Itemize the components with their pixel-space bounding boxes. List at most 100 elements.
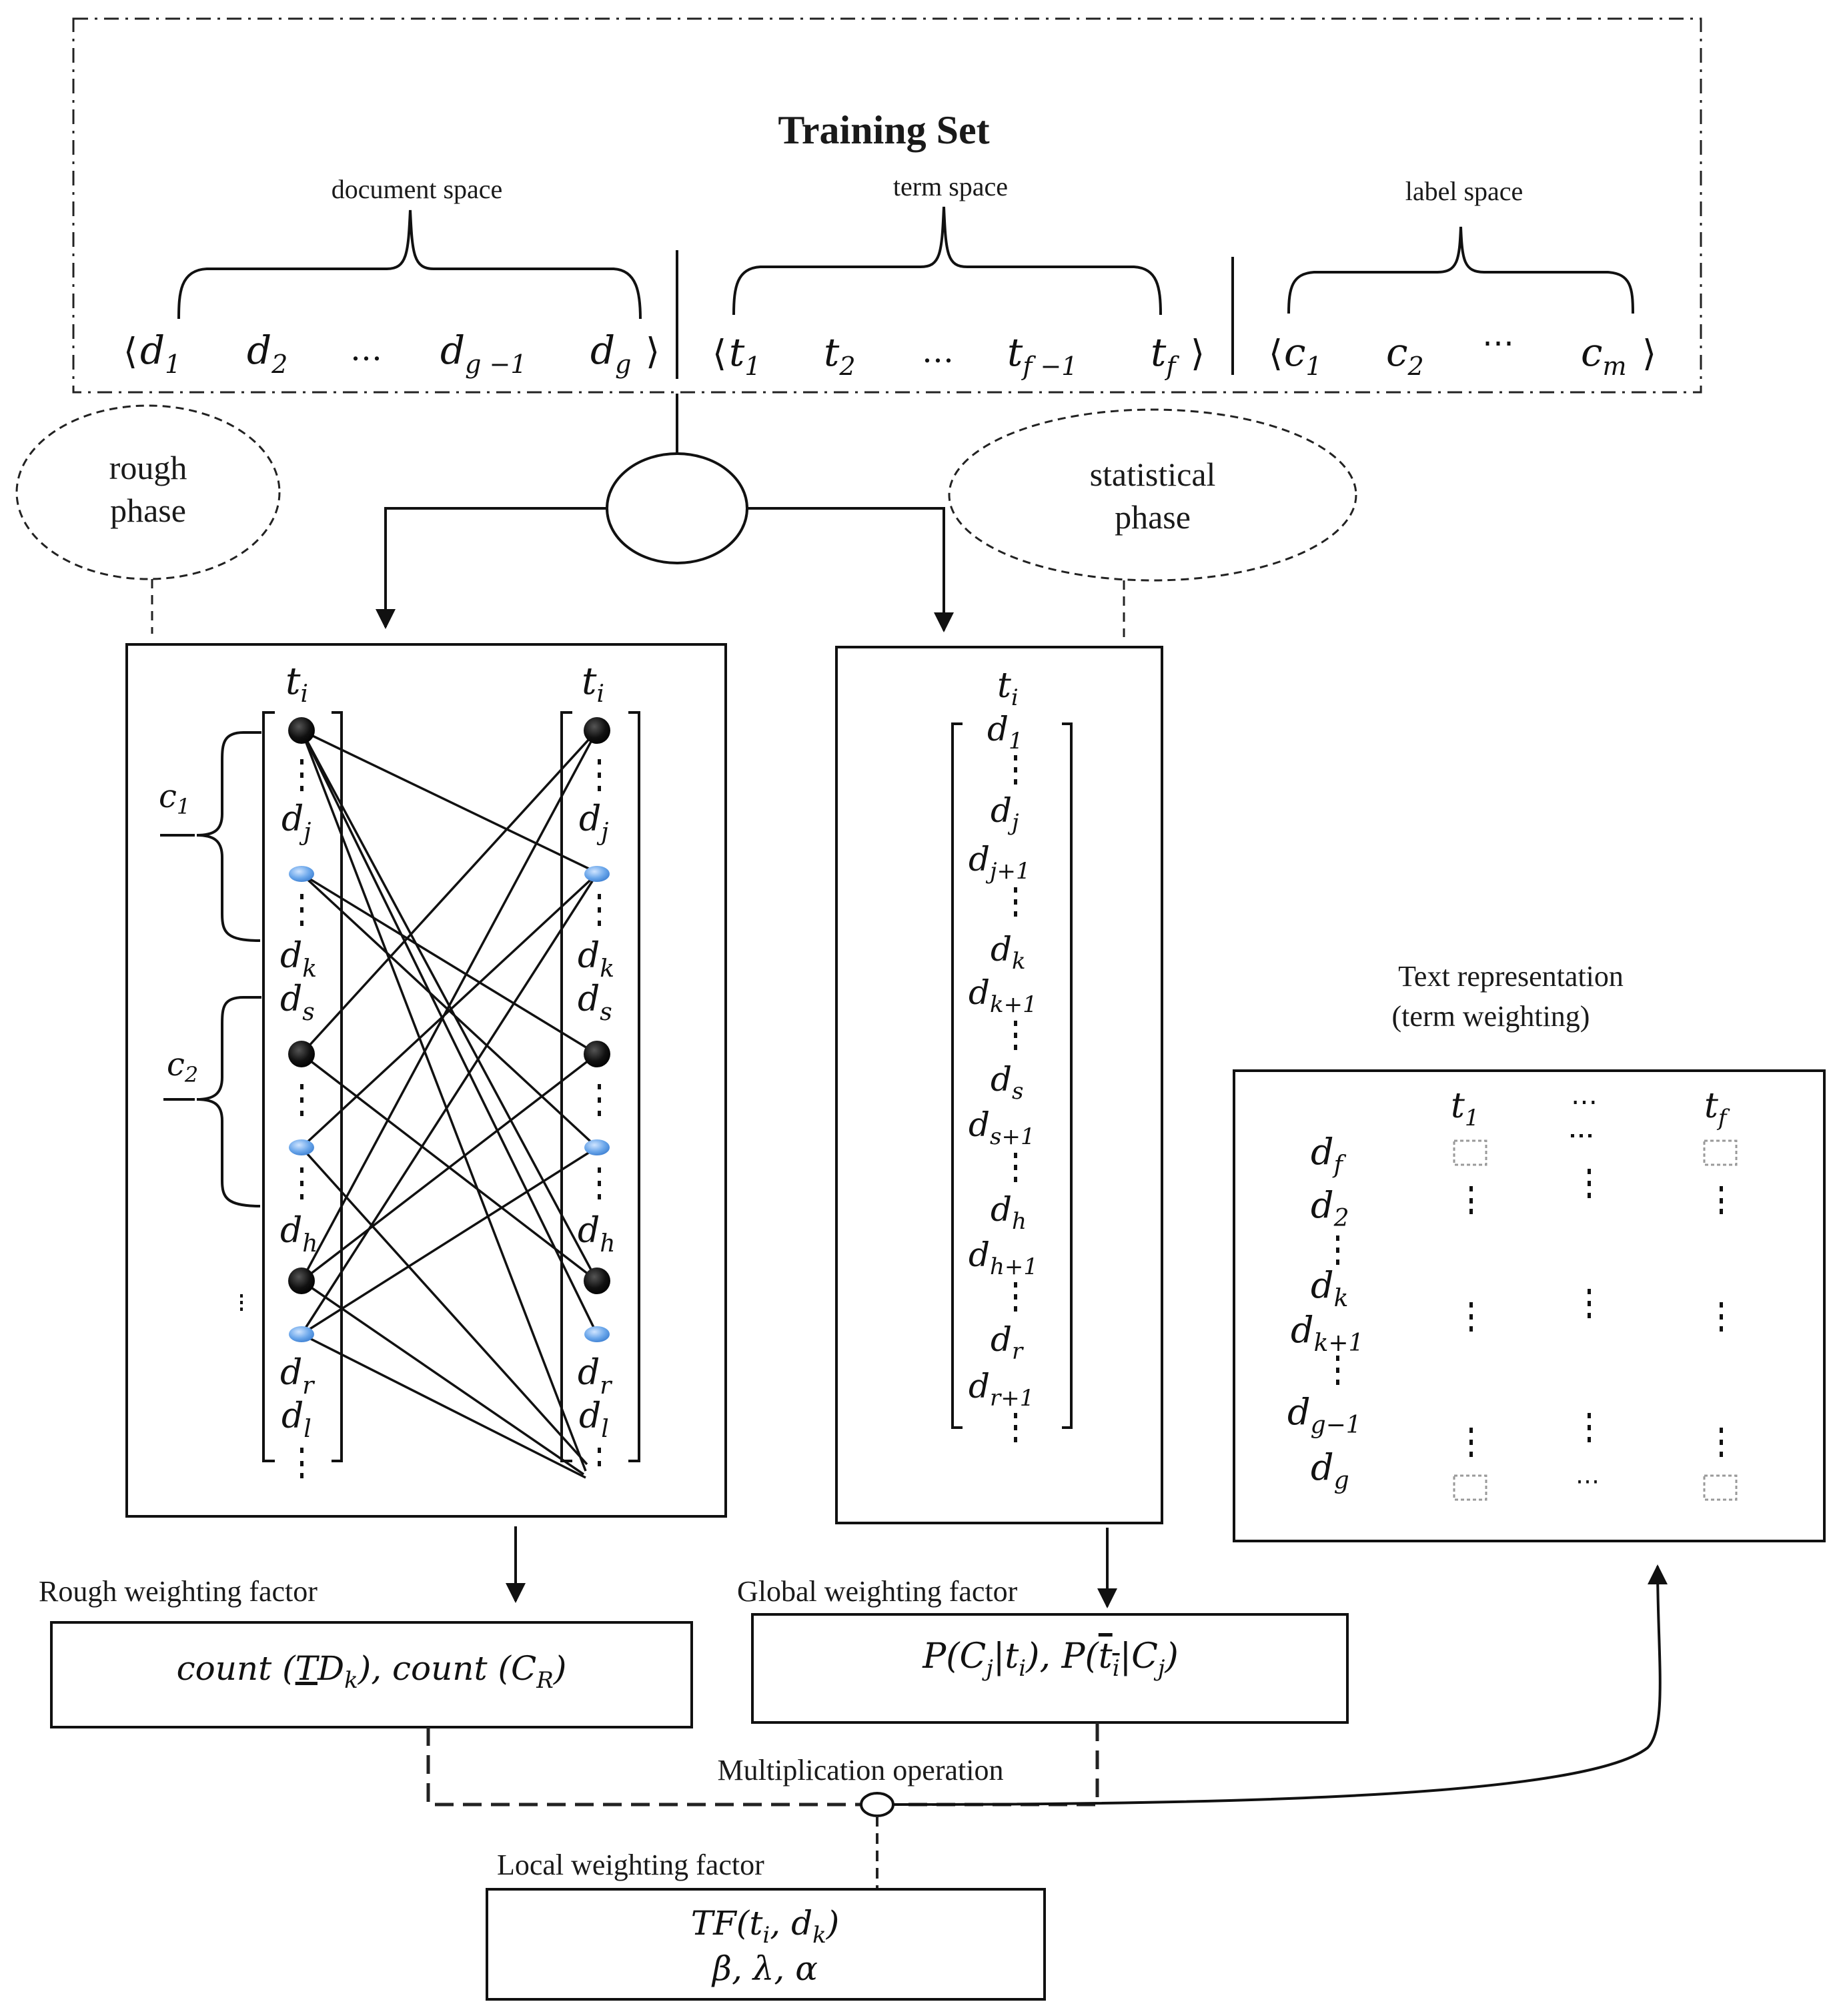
rough-phase-line1: rough	[109, 449, 187, 486]
multiplication-operation: Multiplication operation	[426, 1564, 1668, 1891]
training-set-title: Training Set	[778, 108, 989, 152]
label-space-brace	[1287, 226, 1634, 314]
rough-link	[301, 1280, 584, 1476]
vertical-dots	[1014, 755, 1017, 1442]
text-representation-title: Text representation	[1398, 960, 1624, 993]
rough-matrix: ti ti c1 c2	[125, 643, 727, 1518]
statistical-label: dk+1	[969, 973, 1037, 1018]
statistical-label: ds+1	[969, 1105, 1035, 1150]
local-factor-box: TF(ti, dk) β, λ, α	[486, 1888, 1046, 2001]
statistical-label: dj	[991, 791, 1019, 836]
rough-right-label: dl	[579, 1396, 609, 1443]
training-set-box: Training Set	[72, 17, 1702, 394]
rough-right-label: dj	[579, 799, 608, 846]
statistical-label: dh	[991, 1190, 1027, 1235]
term-space-label: term space	[893, 171, 1008, 201]
label-space-item: cm	[1581, 330, 1627, 381]
placeholder-cells	[1453, 1139, 1738, 1501]
term-space-item: tf	[1151, 330, 1179, 381]
statistical-label: d1	[987, 710, 1023, 754]
placeholder-cell	[1703, 1139, 1738, 1166]
rough-phase-line2: phase	[110, 492, 186, 529]
matrix-row-label: dg	[1311, 1446, 1349, 1494]
matrix-row-label: df	[1311, 1131, 1347, 1179]
term-space-brace	[732, 206, 1162, 316]
black-node	[584, 717, 610, 744]
local-factor-formula: TF(ti, dk)	[691, 1904, 839, 1949]
statistical-label: dk	[991, 930, 1026, 975]
rough-matrix-frame	[125, 643, 727, 1518]
document-space-ellipsis: …	[350, 331, 382, 368]
term-space-item: t1	[729, 330, 761, 381]
label-space-close: ⟩	[1642, 332, 1656, 374]
arrow-to-text-representation	[892, 1564, 1668, 1806]
statistical-phase-line1: statistical	[1090, 456, 1216, 493]
blue-node	[289, 1139, 314, 1155]
placeholder-cell	[1703, 1474, 1738, 1501]
arrow-to-statistical-matrix	[747, 507, 954, 632]
placeholder-cell	[1453, 1139, 1487, 1166]
statistical-label: ds	[991, 1060, 1023, 1105]
local-factor-label: Local weighting factor	[497, 1849, 764, 1881]
statistical-phase-line2: phase	[1115, 498, 1191, 536]
global-factor-formula: P(Cj|ti), P(ti|Cj)	[922, 1636, 1178, 1682]
blue-node	[584, 866, 610, 882]
matrix-col-header: tf	[1704, 1086, 1730, 1131]
statistical-label: dr	[991, 1320, 1024, 1365]
class-label-c1: c1	[159, 778, 190, 819]
matrix-bottom-ellipsis: ⋯	[1576, 1468, 1600, 1495]
rough-factor-label: Rough weighting factor	[39, 1575, 318, 1608]
label-space-ellipsis: ⋯	[1482, 324, 1514, 362]
statistical-label: dr+1	[969, 1367, 1034, 1412]
class-brace	[196, 731, 261, 942]
document-space-items: d1 d2 … dg −1 dg	[140, 328, 631, 379]
global-factor-label: Global weighting factor	[737, 1575, 1018, 1608]
term-space-open: ⟨	[712, 332, 726, 374]
rough-left-header: ti	[285, 660, 308, 708]
matrix-col-ellipsis: ⋯	[1571, 1087, 1598, 1117]
document-space-label: document space	[332, 174, 503, 204]
rough-left-label: ds	[280, 979, 315, 1026]
rough-link	[301, 873, 598, 1055]
label-space: label space ⟨ c1 c2 ⋯ cm ⟩	[1269, 176, 1656, 381]
rough-right-label: dr	[578, 1353, 612, 1400]
split-node	[606, 452, 748, 564]
statistical-matrix-frame	[835, 646, 1163, 1524]
vertical-dots	[240, 759, 601, 1478]
label-space-item: c2	[1386, 330, 1424, 381]
document-space-item: dg	[590, 328, 631, 379]
rough-factor-box: count (TDk), count (CR)	[50, 1621, 693, 1728]
term-space: term space ⟨ t1 t2 … tf −1 tf ⟩	[712, 171, 1205, 381]
global-factor-box: P(Cj|ti), P(ti|Cj)	[751, 1613, 1349, 1724]
term-space-item: tf −1	[1007, 330, 1077, 381]
label-space-open: ⟨	[1269, 332, 1283, 374]
rough-factor-formula: count (TDk), count (CR)	[177, 1649, 567, 1694]
multiplication-node	[860, 1792, 894, 1817]
document-space-item: dg −1	[440, 328, 527, 379]
rough-link	[300, 730, 587, 1472]
class-label-c2: c2	[167, 1046, 198, 1087]
label-space-item: c1	[1284, 330, 1322, 381]
document-space-item: d1	[140, 328, 181, 379]
rough-left-label: dr	[280, 1353, 315, 1400]
multiplication-label: Multiplication operation	[718, 1754, 1004, 1787]
rough-left-label: dl	[281, 1396, 312, 1443]
rough-right-label: dh	[578, 1211, 615, 1257]
rough-link	[300, 873, 598, 1335]
document-space: document space ⟨ d1 d2 … dg −1 dg ⟩	[123, 174, 660, 379]
rough-link	[300, 1053, 598, 1282]
matrix-col-header: t1	[1451, 1086, 1479, 1131]
rough-phase-bubble: rough phase	[15, 404, 281, 580]
rough-links	[300, 729, 598, 1479]
rough-link	[300, 730, 598, 1282]
statistical-label: dj+1	[969, 840, 1031, 885]
black-node	[288, 1041, 315, 1067]
blue-node	[584, 1139, 610, 1155]
rough-left-label: dk	[280, 936, 317, 983]
rough-link	[301, 729, 598, 874]
text-representation: Text representation (term weighting) t1 …	[1233, 960, 1826, 1542]
term-space-close: ⟩	[1191, 332, 1205, 374]
local-factor-params: β, λ, α	[711, 1949, 818, 1988]
placeholder-cell	[1453, 1474, 1487, 1501]
